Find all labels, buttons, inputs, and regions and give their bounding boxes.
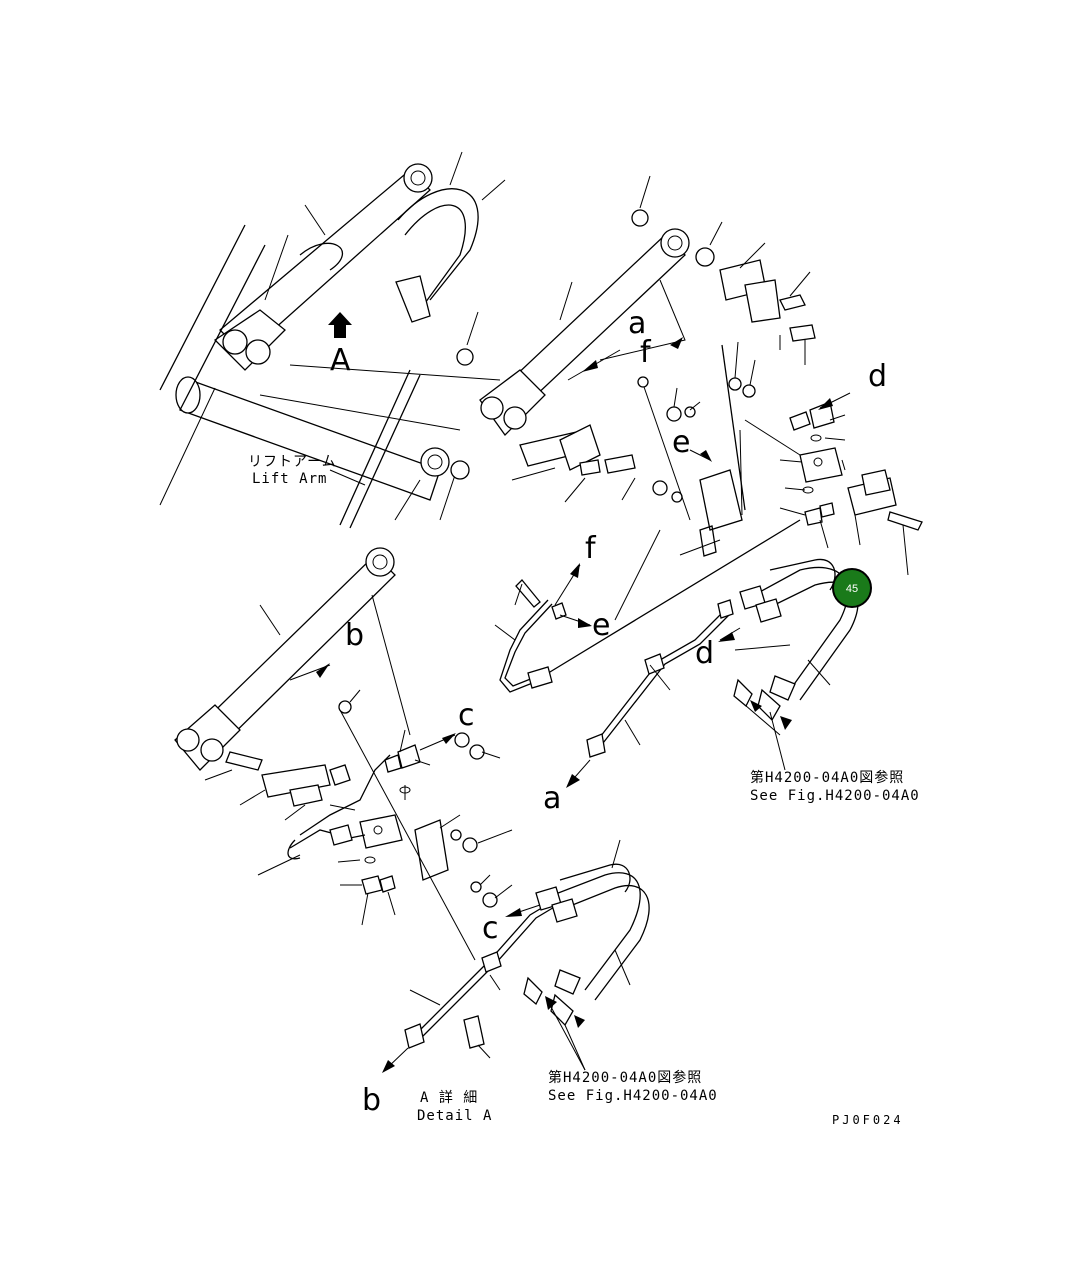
connection-e-mid: e (592, 608, 610, 643)
detail-a-manifold: c (257, 689, 513, 961)
detail-a-label-en: Detail A (417, 1108, 492, 1124)
connection-a-bottom: a (543, 781, 561, 816)
detail-a-cylinder: b (174, 547, 411, 821)
view-a-label: A (330, 343, 351, 378)
callout-45[interactable]: 45 (832, 568, 872, 608)
lift-arm-label: リフトアーム Lift Arm (248, 454, 366, 487)
reference-note-2: 第H4200-04A0図参照 See Fig.H4200-04A0 (548, 1069, 718, 1104)
connection-c-top: c (458, 698, 475, 733)
detail-a-lower-pipes: c b (362, 839, 650, 1118)
connection-f-mid: f (585, 531, 597, 566)
connection-a-top: a (628, 306, 646, 341)
reference-note-2-en: See Fig.H4200-04A0 (548, 1088, 718, 1104)
connection-e-top: e (672, 425, 690, 460)
drawing-code: PJ0F024 (832, 1113, 904, 1127)
view-a-arrow: A (328, 312, 352, 378)
detail-a-label-jp: A 詳 細 (420, 1090, 478, 1106)
connection-d-mid: d (695, 636, 714, 671)
connection-d-top: d (868, 359, 887, 394)
detail-a-label: A 詳 細 Detail A (417, 1090, 492, 1124)
lift-cylinder-upper-left (159, 151, 506, 529)
reference-note-1-en: See Fig.H4200-04A0 (750, 788, 920, 804)
connection-c-bottom: c (482, 911, 499, 946)
reference-note-1-jp: 第H4200-04A0図参照 (750, 769, 904, 786)
lift-arm-label-jp: リフトアーム (248, 454, 337, 470)
upper-connection-markers: a f e (567, 279, 712, 521)
connection-f-top: f (640, 335, 652, 370)
lift-cylinder-upper-middle (450, 175, 816, 503)
lift-arm-label-en: Lift Arm (252, 471, 327, 487)
connection-b-top: b (345, 618, 364, 653)
reference-note-1: 第H4200-04A0図参照 See Fig.H4200-04A0 (750, 769, 920, 804)
callout-45-number: 45 (846, 583, 858, 595)
connection-b-bottom: b (362, 1083, 381, 1118)
reference-note-2-jp: 第H4200-04A0図参照 (548, 1069, 702, 1086)
valve-block-upper: d (652, 341, 923, 576)
